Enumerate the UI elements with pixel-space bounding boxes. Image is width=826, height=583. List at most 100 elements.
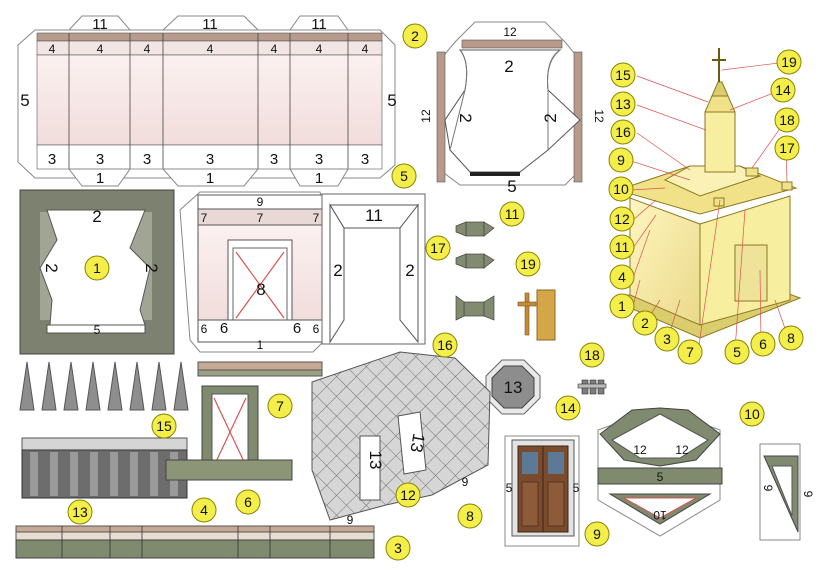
callout-8: 8	[457, 503, 483, 529]
svg-text:9: 9	[593, 526, 601, 542]
part1-bottom-label: 5	[94, 323, 101, 337]
svg-text:9: 9	[617, 152, 625, 168]
svg-text:19: 19	[781, 54, 797, 70]
part-5-roof-panel: 11 2 2	[321, 193, 426, 345]
part5-band-left-label: 7	[201, 211, 208, 225]
part2-bottom-label-2: 3	[96, 151, 104, 168]
svg-text:15: 15	[156, 418, 172, 434]
part2-fold-label-6: 4	[316, 42, 323, 56]
part5-band-label: 7	[257, 211, 264, 225]
part-13-octagon: 13	[485, 359, 541, 415]
part-9-pediment: 12 12 5 10	[597, 407, 723, 537]
part5-lower-right-label: 6	[293, 320, 301, 337]
callout-1: 1	[84, 255, 110, 281]
part-13-columns-strip	[21, 437, 188, 499]
part-10-triangle: 9 9	[759, 443, 815, 541]
assembled-chapel	[610, 48, 802, 353]
part2-side-label-right: 5	[387, 91, 396, 110]
callout-18: 18	[579, 342, 605, 368]
svg-text:8: 8	[787, 330, 795, 346]
part2-tab-label-3: 1	[315, 170, 323, 187]
part-6-door-frame	[165, 385, 293, 481]
part-8-door: 5 5	[504, 435, 580, 547]
part5-tab-right-label: 6	[313, 322, 320, 336]
model-callouts: 15 13 16 9 10 12 11 4 1 2 3 7 5 6 8 19 1…	[608, 49, 804, 365]
model-callout-18: 18	[774, 107, 800, 133]
part9-label-c: 5	[657, 470, 664, 484]
model-callout-11: 11	[609, 234, 635, 260]
callout-19: 19	[515, 251, 541, 277]
part5-band-right-label: 7	[313, 211, 320, 225]
svg-text:3: 3	[394, 540, 402, 556]
part5-bottom-label: 1	[257, 338, 264, 352]
part-callouts: 2 1 5 11 17 19 16 18 14 7 15 10 12 6 13 …	[67, 23, 765, 561]
callout-16: 16	[432, 332, 458, 358]
part5-tab-left-label: 6	[201, 322, 208, 336]
model-callout-8: 8	[778, 325, 804, 351]
part1-top-label: 2	[92, 207, 101, 226]
svg-text:5: 5	[733, 344, 741, 360]
part2-bottom-label-6: 3	[315, 151, 323, 168]
model-callout-4: 4	[609, 264, 635, 290]
part-18-small-pieces	[577, 379, 607, 395]
svg-text:13: 13	[615, 96, 631, 112]
part-2-wall-strip: 11 11 11 4 4 4 4 4 4 4 3 3 3 3 3 3 3 1 1…	[17, 15, 397, 187]
svg-text:2: 2	[411, 28, 419, 44]
svg-text:12: 12	[614, 211, 630, 227]
part5b-right-label: 2	[405, 261, 414, 280]
callout-4: 4	[191, 497, 217, 523]
part2-top-label-2: 11	[202, 16, 218, 33]
callout-2: 2	[402, 23, 428, 49]
callout-10: 10	[739, 401, 765, 427]
callout-5: 5	[391, 163, 417, 189]
model-callout-13: 13	[610, 91, 636, 117]
part11-bottom-label: 5	[507, 177, 516, 196]
part2-tab-label-2: 1	[206, 170, 214, 187]
part10-label-b: 9	[801, 491, 815, 498]
model-callout-6: 6	[750, 331, 776, 357]
svg-text:13: 13	[72, 504, 88, 520]
part2-top-label-1: 11	[92, 16, 108, 33]
part9-label-b: 12	[675, 443, 689, 457]
model-callout-16: 16	[610, 119, 636, 145]
part2-bottom-label-5: 3	[270, 151, 278, 168]
svg-text:1: 1	[618, 298, 626, 314]
svg-text:11: 11	[505, 206, 520, 222]
part12-label-c: 9	[347, 513, 354, 527]
part11-top-label: 12	[503, 25, 517, 39]
part1-left-label: 2	[42, 263, 61, 272]
part5-door-label: 8	[256, 280, 265, 299]
svg-text:4: 4	[200, 502, 208, 518]
part-11-arch-piece: 12 2 12 2 2 12 5	[419, 21, 606, 196]
model-callout-2: 2	[632, 310, 658, 336]
part2-fold-label-5: 4	[271, 42, 278, 56]
part2-tab-label-1: 1	[96, 170, 104, 187]
part-5-front-wall: 9 7 7 7 8 6 6 6 6 1	[179, 191, 326, 353]
part2-bottom-label-4: 3	[206, 151, 214, 168]
svg-text:2: 2	[641, 315, 649, 331]
part-19-cross	[517, 289, 556, 341]
part11-right-label: 12	[592, 109, 606, 123]
model-callout-1: 1	[609, 293, 635, 319]
model-callout-5: 5	[724, 339, 750, 365]
svg-text:1: 1	[93, 260, 101, 276]
model-callout-15: 15	[610, 62, 636, 88]
callout-12: 12	[395, 482, 421, 508]
part10-label-a: 9	[761, 485, 775, 492]
parts-16-17-small-pieces	[455, 221, 495, 321]
svg-text:14: 14	[775, 82, 791, 98]
part2-fold-label-4: 4	[207, 42, 214, 56]
part2-top-label-3: 11	[311, 16, 327, 33]
part1-right-label: 2	[142, 263, 161, 272]
part5b-top-label: 11	[365, 206, 383, 225]
svg-text:17: 17	[430, 240, 446, 256]
part5-top-label: 9	[257, 195, 264, 209]
part2-bottom-label-3: 3	[143, 151, 151, 168]
svg-text:3: 3	[663, 331, 671, 347]
part9-label-d: 10	[653, 508, 667, 522]
model-callout-12: 12	[609, 206, 635, 232]
callout-9: 9	[584, 521, 610, 547]
callout-14: 14	[555, 395, 581, 421]
svg-text:19: 19	[520, 256, 536, 272]
model-callout-19: 19	[776, 49, 802, 75]
